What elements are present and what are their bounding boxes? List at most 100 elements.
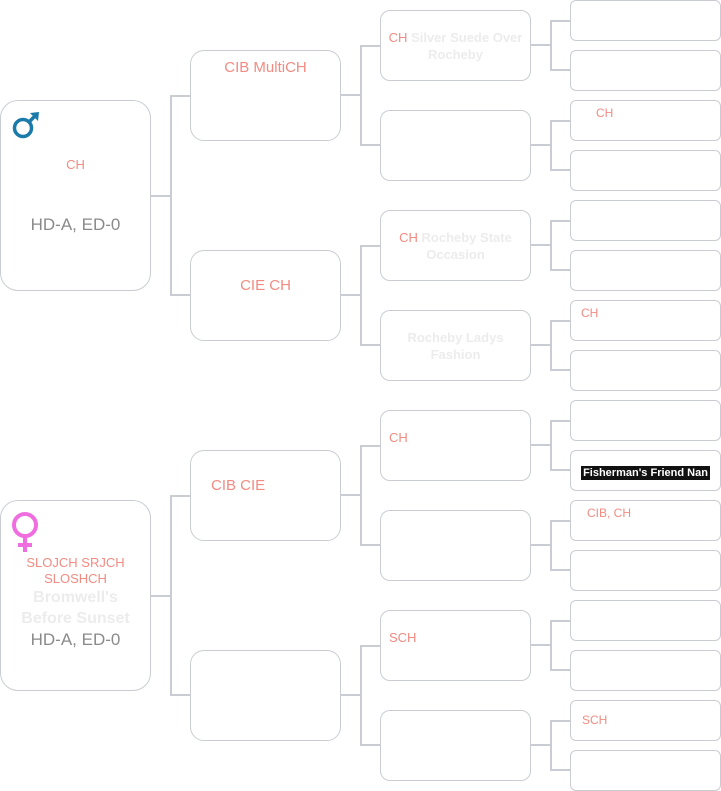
connector	[530, 644, 551, 646]
connector	[340, 494, 361, 496]
pedigree-card-ssdd[interactable]	[570, 150, 721, 191]
card-titles: CH	[389, 430, 408, 445]
connector	[340, 694, 361, 696]
pedigree-card-ssss[interactable]	[570, 0, 721, 41]
sire-titles: CH	[66, 157, 85, 172]
pedigree-card-ddss[interactable]	[570, 600, 721, 641]
connector	[340, 294, 361, 296]
connector	[550, 220, 552, 271]
pedigree-card-sssd[interactable]	[570, 50, 721, 91]
connector	[550, 469, 571, 471]
connector	[360, 645, 362, 746]
connector	[550, 569, 571, 571]
connector	[170, 294, 191, 296]
pedigree-card-dsss[interactable]	[570, 400, 721, 441]
card-titles: CIB MultiCH	[224, 59, 307, 76]
pedigree-card-sddd[interactable]	[570, 350, 721, 391]
male-icon	[12, 112, 39, 139]
card-titles: CH	[399, 230, 418, 245]
connector	[550, 69, 571, 71]
connector	[170, 694, 191, 696]
card-titles: CIE CH	[240, 277, 291, 294]
connector	[550, 520, 552, 571]
connector	[530, 244, 551, 246]
sire-card[interactable]: CH HD-A, ED-0	[0, 100, 151, 291]
connector	[530, 44, 551, 46]
connector	[170, 95, 172, 296]
connector	[150, 595, 171, 597]
connector	[550, 20, 552, 71]
dam-card[interactable]: SLOJCH SRJCH SLOSHCH Bromwell's Before S…	[0, 500, 151, 691]
connector	[360, 344, 381, 346]
connector	[550, 420, 571, 422]
connector	[360, 245, 362, 346]
connector	[530, 144, 551, 146]
pedigree-card-sdss[interactable]	[570, 200, 721, 241]
pedigree-card-ss[interactable]: CIB MultiCH	[190, 50, 341, 141]
dam-health: HD-A, ED-0	[30, 630, 121, 649]
pedigree-card-ssd[interactable]	[380, 110, 531, 181]
connector	[550, 620, 571, 622]
connector	[550, 769, 571, 771]
connector	[360, 45, 381, 47]
pedigree-card-sd[interactable]: CIE CH	[190, 250, 341, 341]
connector	[340, 94, 361, 96]
pedigree-card-ddsd[interactable]	[570, 650, 721, 691]
connector	[550, 669, 571, 671]
connector	[550, 269, 571, 271]
pedigree-card-ssds[interactable]: CH	[570, 100, 721, 141]
connector	[530, 744, 551, 746]
connector	[550, 420, 552, 471]
pedigree-card-sdsd[interactable]	[570, 250, 721, 291]
connector	[550, 720, 571, 722]
pedigree-card-sds[interactable]: CH Rocheby State Occasion	[380, 210, 531, 281]
connector	[550, 169, 571, 171]
card-titles: CH	[596, 106, 614, 120]
sire-health: HD-A, ED-0	[30, 215, 121, 234]
selected-name[interactable]: Fisherman's Friend Nan	[581, 466, 710, 480]
pedigree-card-ddds[interactable]: SCH	[570, 700, 721, 741]
pedigree-card-dsdd[interactable]	[570, 550, 721, 591]
connector	[150, 195, 171, 197]
connector	[360, 245, 381, 247]
connector	[530, 444, 551, 446]
connector	[550, 320, 571, 322]
connector	[550, 620, 552, 671]
pedigree-card-sdds[interactable]: CH	[570, 300, 721, 341]
connector	[550, 520, 571, 522]
connector	[550, 320, 552, 371]
pedigree-card-ds[interactable]: CIB CIE	[190, 450, 341, 541]
connector	[550, 220, 571, 222]
connector	[550, 120, 571, 122]
dam-titles: SLOJCH SRJCH SLOSHCH	[26, 555, 125, 586]
connector	[550, 120, 552, 171]
card-name: Rocheby State Occasion	[421, 230, 512, 262]
connector	[550, 369, 571, 371]
card-name: Silver Suede Over Rocheby	[411, 30, 523, 62]
pedigree-card-dd[interactable]	[190, 650, 341, 741]
connector	[360, 645, 381, 647]
pedigree-card-sdd[interactable]: Rocheby Ladys Fashion	[380, 310, 531, 381]
connector	[550, 720, 552, 771]
card-name: Rocheby Ladys Fashion	[407, 330, 504, 362]
pedigree-card-sss[interactable]: CH Silver Suede Over Rocheby	[380, 10, 531, 81]
card-titles: CIB CIE	[211, 477, 266, 494]
female-icon	[12, 512, 38, 552]
pedigree-card-dss[interactable]: CH	[380, 410, 531, 481]
connector	[530, 544, 551, 546]
pedigree-card-dddd[interactable]	[570, 750, 721, 791]
dam-name: Bromwell's Before Sunset	[21, 589, 130, 627]
pedigree-card-dsd[interactable]	[380, 510, 531, 581]
pedigree-card-dds[interactable]: SCH	[380, 610, 531, 681]
pedigree-card-dsds[interactable]: CIB, CH	[570, 500, 721, 541]
pedigree-card-dssd[interactable]: Fisherman's Friend Nan	[570, 450, 721, 491]
connector	[550, 20, 571, 22]
card-titles: CH	[581, 306, 599, 320]
connector	[170, 495, 172, 696]
connector	[170, 495, 191, 497]
card-titles: SCH	[389, 630, 417, 645]
connector	[360, 544, 381, 546]
pedigree-card-ddd[interactable]	[380, 710, 531, 781]
connector	[360, 445, 381, 447]
card-titles: SCH	[582, 713, 608, 727]
